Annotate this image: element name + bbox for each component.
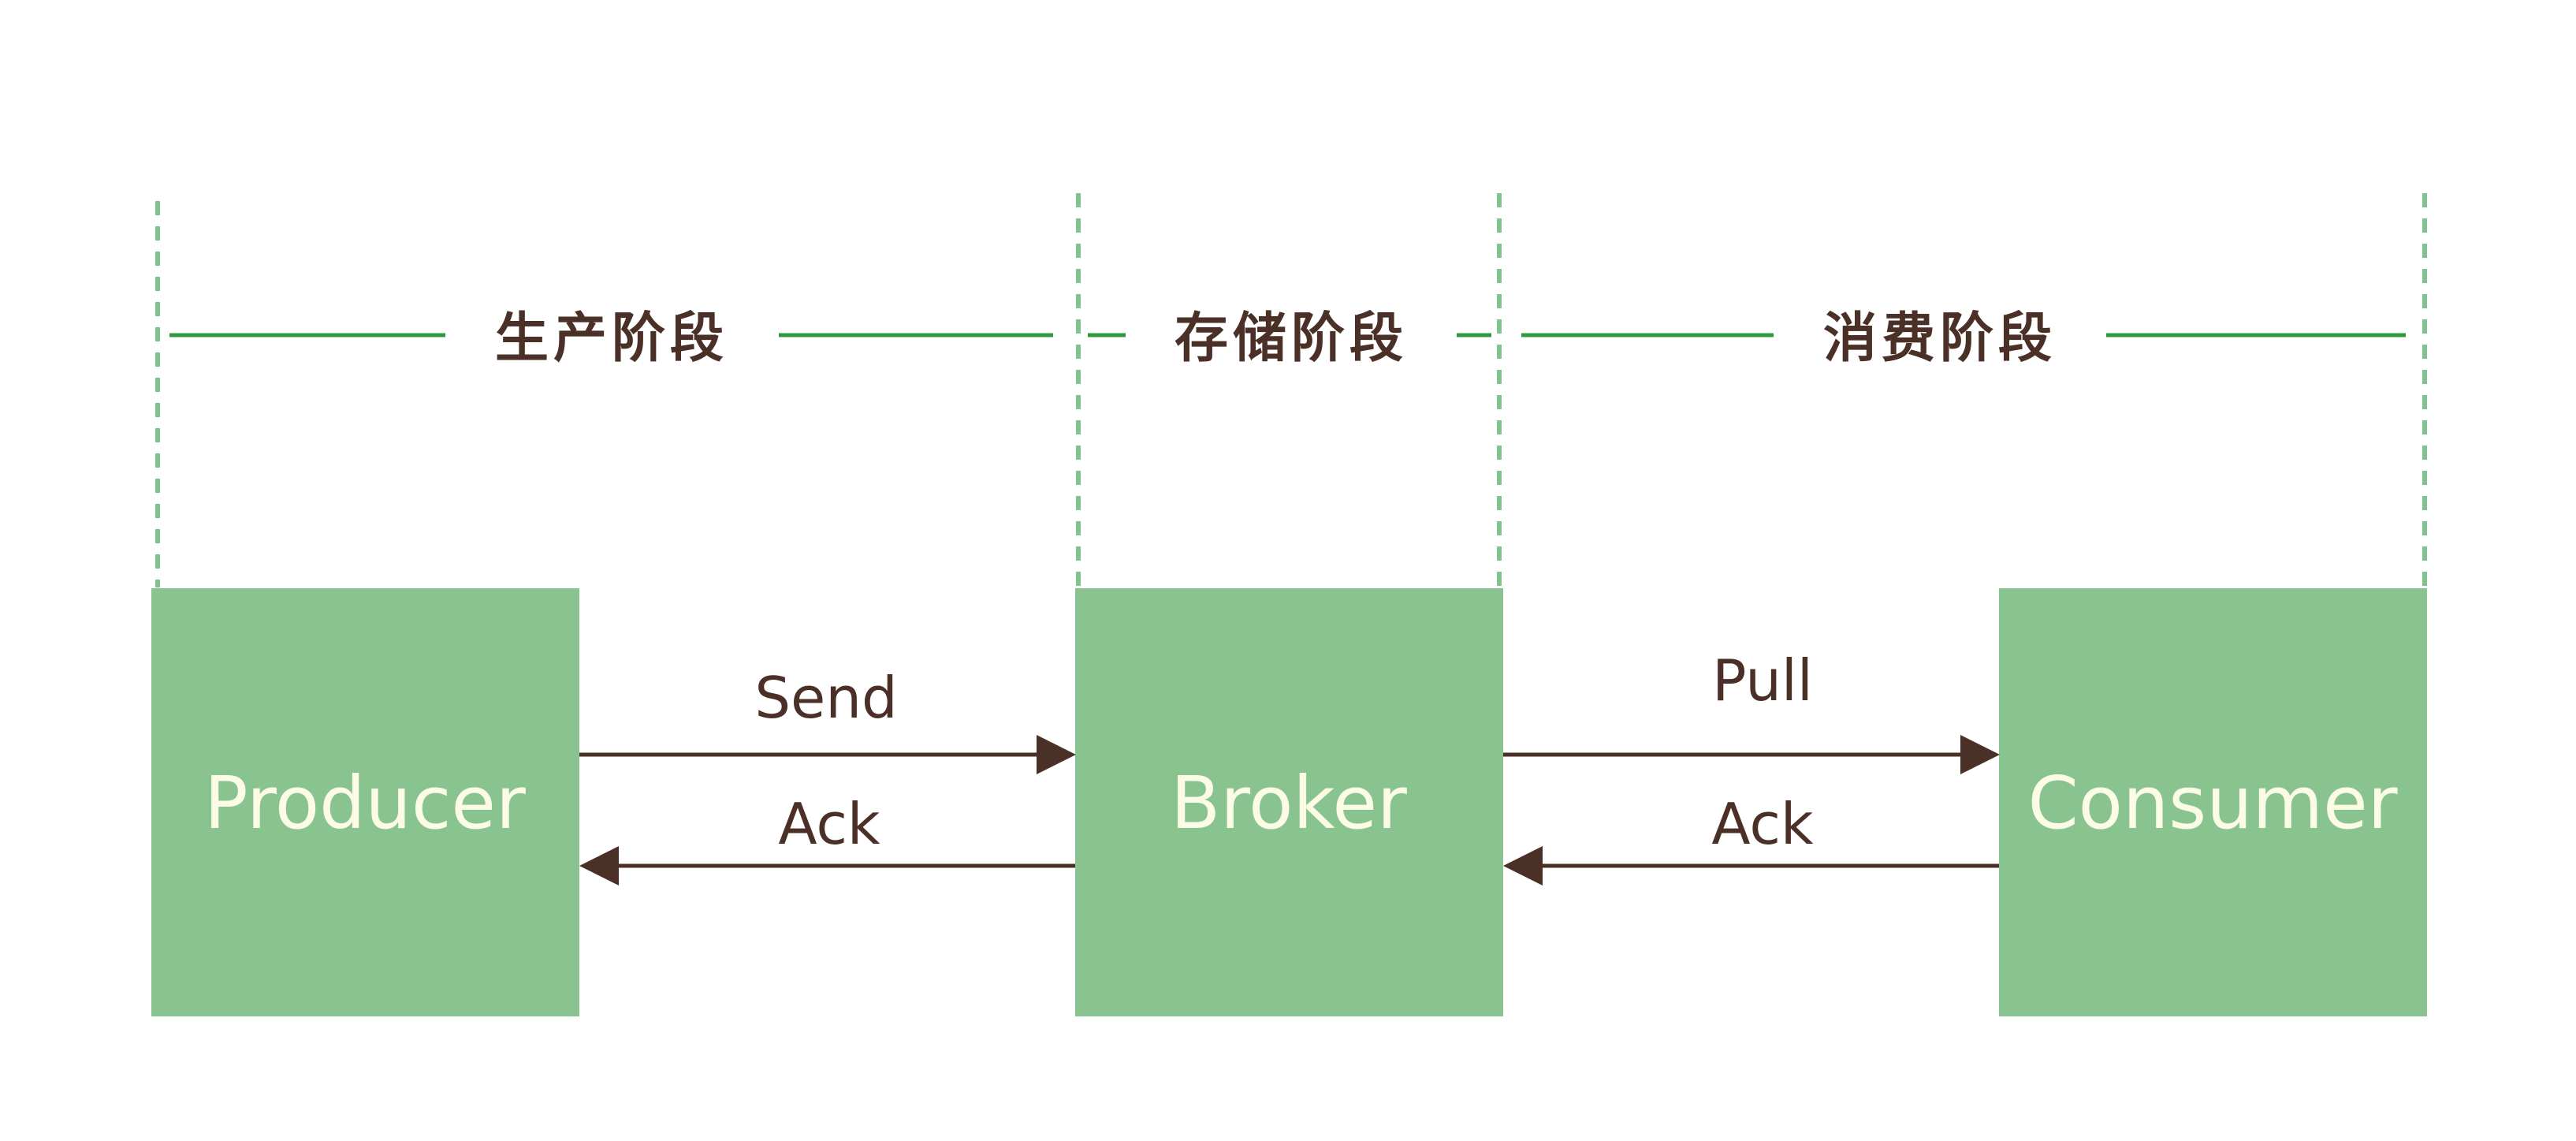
producer-box: Producer xyxy=(151,588,579,1016)
producer-label: Producer xyxy=(204,761,526,845)
stage-label-consumption: 消费阶段 xyxy=(1823,308,2057,370)
consumer-box-shape xyxy=(1999,588,2427,1016)
stage-label-production: 生产阶段 xyxy=(495,308,728,370)
send-label: Send xyxy=(754,665,897,731)
consumer-box: Consumer xyxy=(1999,588,2427,1016)
stage-label-storage: 存储阶段 xyxy=(1174,308,1408,370)
broker-box: Broker xyxy=(1075,588,1503,1016)
broker-label: Broker xyxy=(1171,761,1407,845)
pull-label: Pull xyxy=(1712,647,1813,714)
ack-label-consumer: Ack xyxy=(1711,791,1814,857)
broker-box-shape xyxy=(1075,588,1503,1016)
consumer-label: Consumer xyxy=(2027,761,2397,845)
stage-dividers xyxy=(155,193,2427,670)
producer-box-shape xyxy=(151,588,579,1016)
ack-label-producer: Ack xyxy=(778,791,880,857)
arrows xyxy=(579,735,2000,886)
